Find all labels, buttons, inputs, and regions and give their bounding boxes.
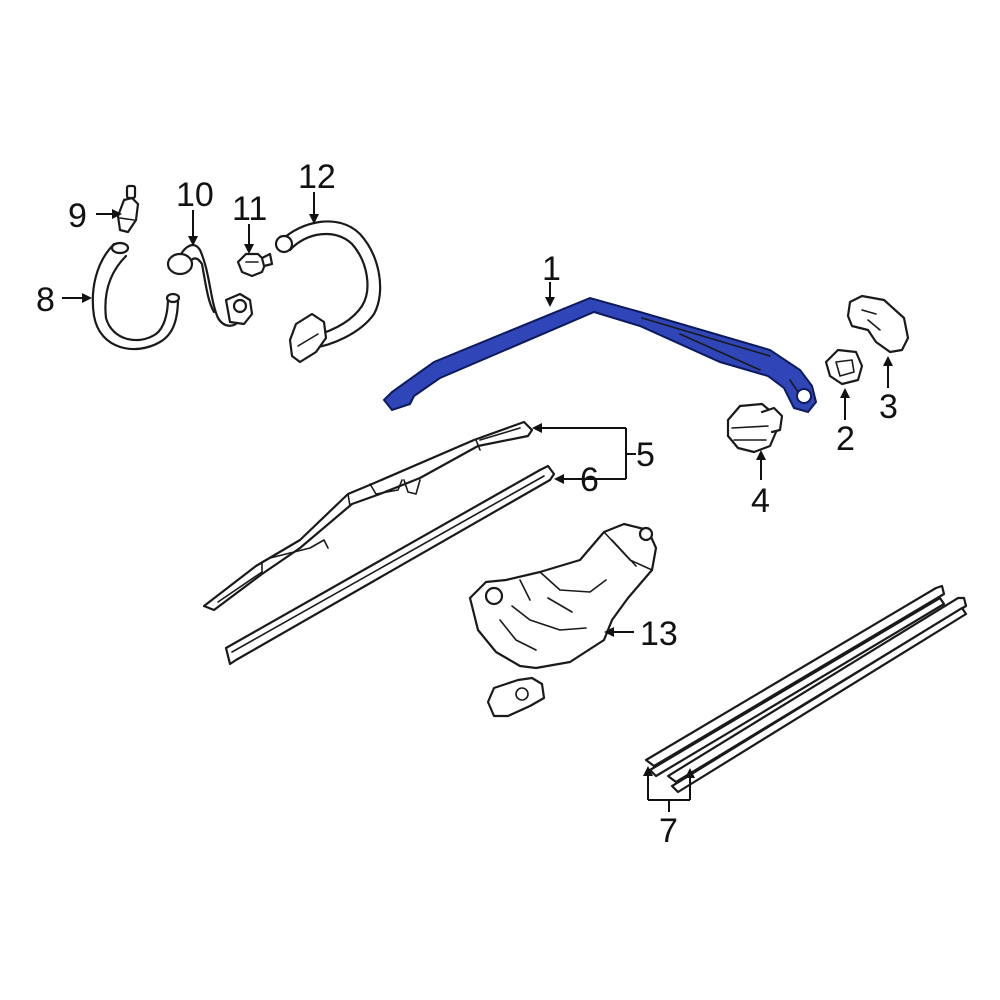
callout-7[interactable]: 7 — [659, 812, 678, 850]
wiper-arm-shape — [382, 296, 818, 414]
molding-strips-part-7[interactable] — [644, 584, 968, 794]
wiper-motor-part-13[interactable] — [468, 522, 658, 718]
connector-part-9[interactable] — [116, 184, 140, 234]
callout-4[interactable]: 4 — [751, 482, 770, 520]
hose-part-12[interactable] — [274, 220, 382, 364]
callout-13[interactable]: 13 — [640, 615, 678, 653]
callout-1[interactable]: 1 — [542, 250, 561, 288]
callout-labels: 1 2 3 4 5 6 7 8 9 10 11 12 13 — [36, 158, 898, 850]
callout-leaders — [62, 192, 893, 812]
callout-3[interactable]: 3 — [879, 388, 898, 426]
clip-part-11[interactable] — [236, 252, 274, 278]
hose-part-8[interactable] — [91, 241, 181, 351]
callout-5[interactable]: 5 — [636, 436, 655, 474]
hose-part-10[interactable] — [166, 243, 254, 327]
callout-9[interactable]: 9 — [68, 197, 87, 235]
callout-2[interactable]: 2 — [836, 420, 855, 458]
grommet-part-4[interactable] — [726, 402, 784, 454]
callout-12[interactable]: 12 — [298, 158, 336, 196]
callout-6[interactable]: 6 — [580, 461, 599, 499]
wiper-arm-pivot — [796, 388, 812, 404]
nut-part-2[interactable] — [824, 348, 864, 386]
wiper-blade-part-5[interactable] — [202, 420, 534, 612]
callout-8[interactable]: 8 — [36, 281, 55, 319]
wiper-arm-part-1[interactable] — [382, 296, 818, 414]
cap-part-3[interactable] — [846, 294, 910, 354]
callout-11[interactable]: 11 — [232, 190, 267, 228]
blade-insert-part-6[interactable] — [224, 464, 556, 666]
callout-10[interactable]: 10 — [176, 176, 214, 214]
